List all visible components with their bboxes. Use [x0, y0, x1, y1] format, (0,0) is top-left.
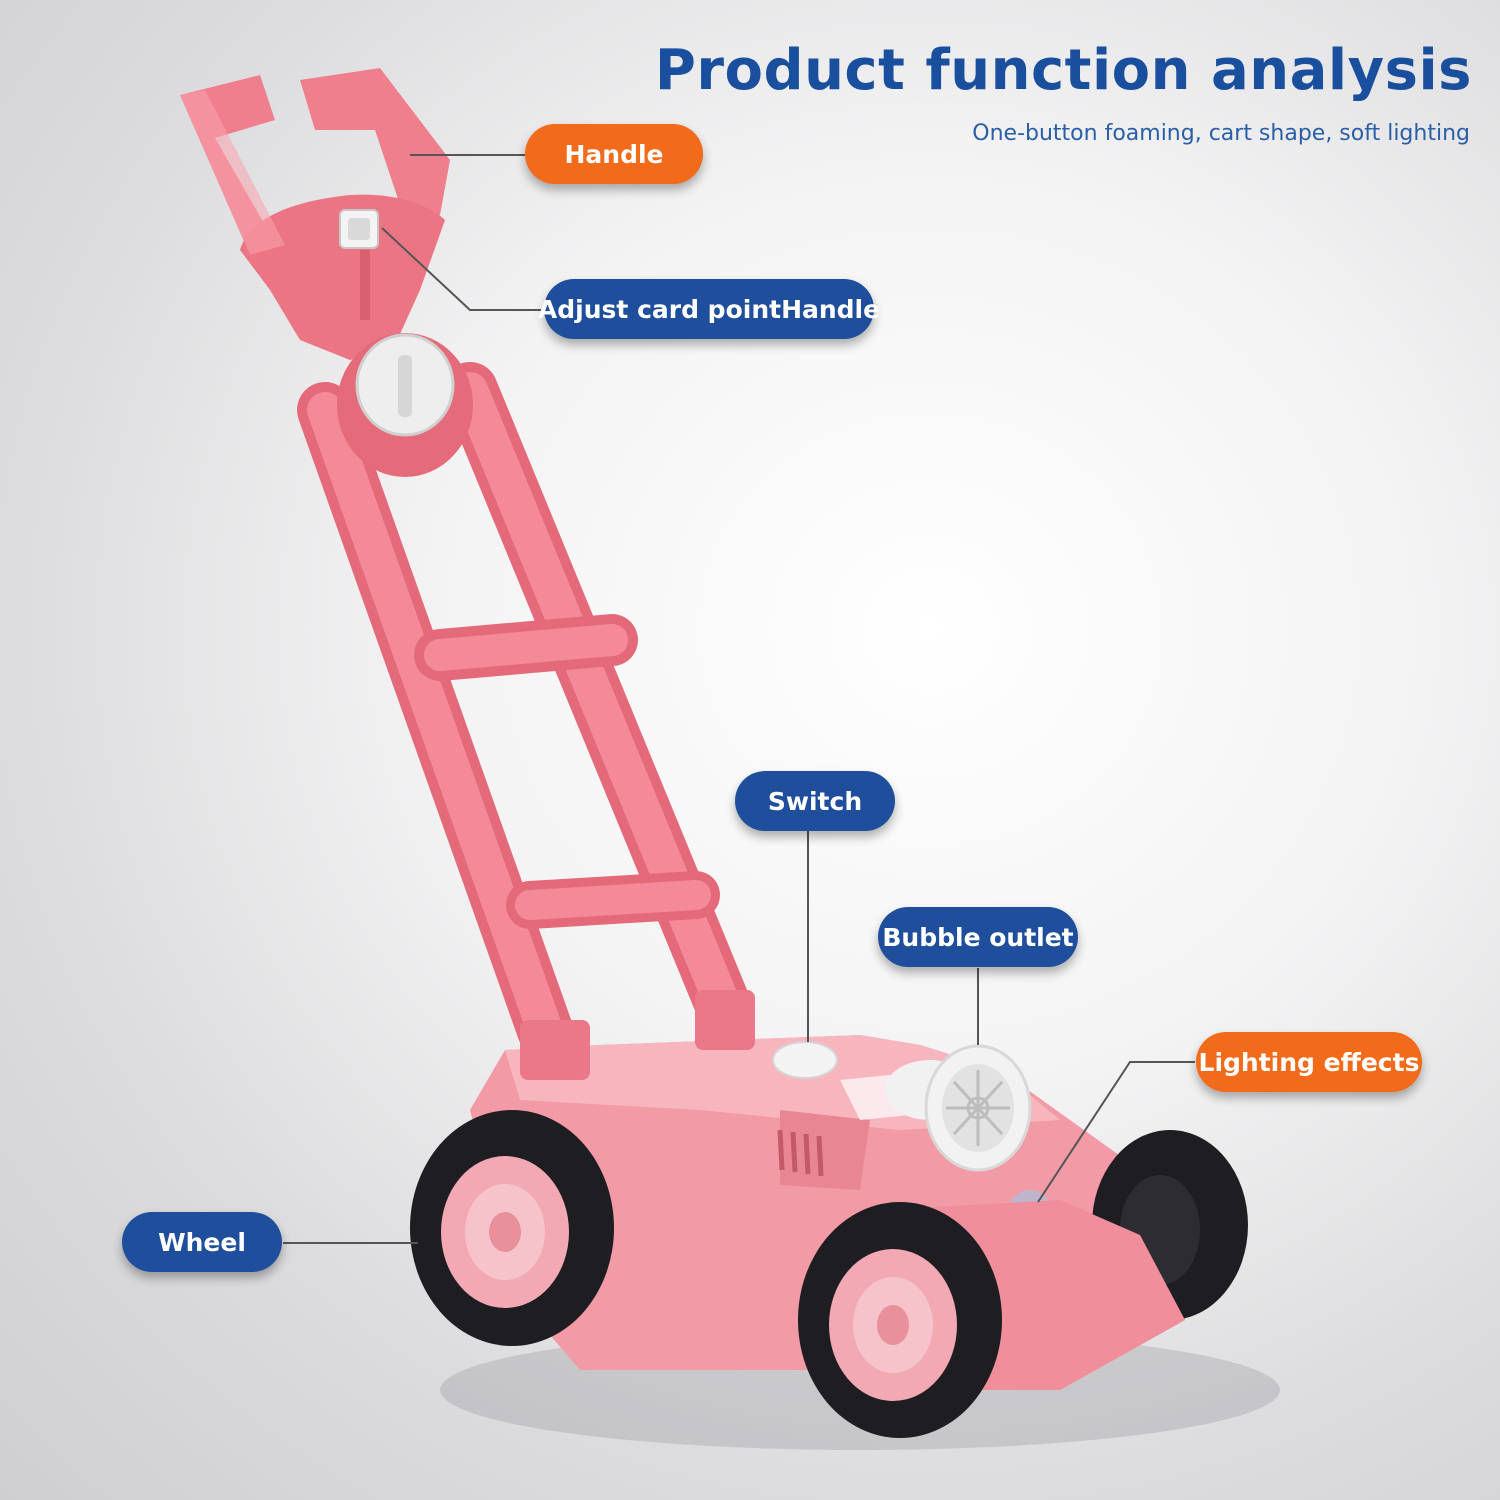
callout-bubble-outlet: Bubble outlet [878, 907, 1078, 967]
callout-lighting-effects: Lighting effects [1196, 1032, 1422, 1092]
handle-frame [297, 362, 753, 1058]
handle-grip [180, 68, 450, 360]
knob [337, 333, 473, 477]
switch-button [772, 1041, 838, 1079]
bubble-outlet [885, 1044, 1032, 1172]
callout-adjust-card-point: Adjust card pointHandle [538, 279, 880, 339]
callout-switch: Switch [735, 771, 895, 831]
leader-lines [283, 154, 1195, 1244]
page-title: Product function analysis [654, 38, 1472, 103]
callout-wheel: Wheel [122, 1212, 282, 1272]
left-wheel [410, 1110, 614, 1346]
adjust-card-point [339, 209, 379, 320]
page-subtitle: One-button foaming, cart shape, soft lig… [972, 121, 1470, 146]
front-wheel [798, 1202, 1002, 1438]
callout-handle: Handle [525, 124, 703, 184]
